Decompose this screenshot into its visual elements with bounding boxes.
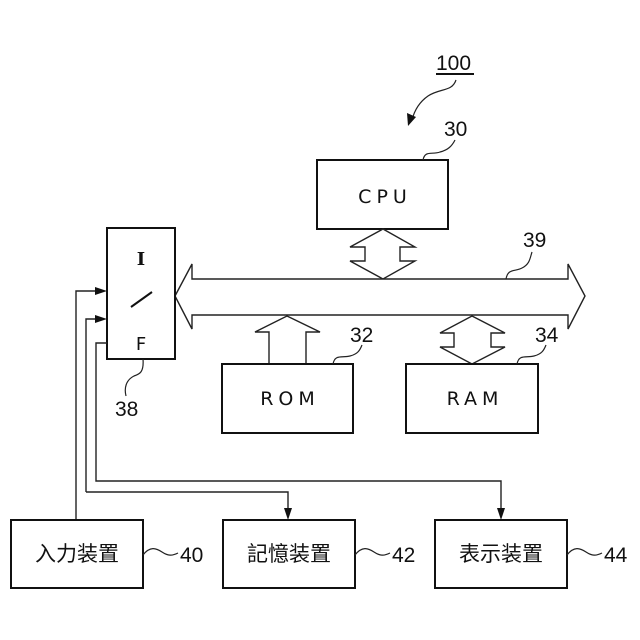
bus-ref: 39 <box>523 229 546 252</box>
cpu-bus-bidirectional-arrow <box>350 229 415 279</box>
system-ref-leader <box>412 80 456 120</box>
input-arrowhead-1-icon <box>95 287 107 295</box>
display-device-ref: 44 <box>604 544 628 567</box>
ram-bus-bidirectional-arrow <box>440 316 505 364</box>
display-device-ref-leader <box>567 549 602 556</box>
input-device-label: 入力装置 <box>35 542 119 566</box>
interface-label-i: I <box>137 249 145 270</box>
rom-ref: 32 <box>350 324 373 347</box>
storage-device-block: 記憶装置 42 <box>223 520 415 588</box>
rom-ref-leader <box>333 345 362 364</box>
storage-device-ref: 42 <box>392 544 415 567</box>
input-device-block: 入力装置 40 <box>11 520 203 588</box>
interface-ref-leader <box>125 359 143 396</box>
input-device-ref: 40 <box>180 544 203 567</box>
interface-to-storage-line <box>86 492 288 512</box>
storage-device-label: 記憶装置 <box>247 542 331 566</box>
cpu-ref: 30 <box>444 118 467 141</box>
display-arrowhead-icon <box>497 508 505 520</box>
bus-ref-leader <box>506 252 532 279</box>
interface-block: I F 38 <box>107 228 175 421</box>
system-ref-arrowhead-icon <box>407 113 416 126</box>
input-device-ref-leader <box>143 549 178 556</box>
storage-device-ref-leader <box>355 549 390 556</box>
ram-label: RAM <box>447 388 504 410</box>
ram-ref-leader <box>517 345 546 364</box>
rom-label: ROM <box>260 388 320 410</box>
display-device-label: 表示装置 <box>459 542 543 566</box>
cpu-ref-leader <box>423 140 455 160</box>
display-device-block: 表示装置 44 <box>435 520 628 588</box>
input-arrowhead-2-icon <box>95 315 107 323</box>
rom-bus-arrow <box>255 316 320 364</box>
storage-arrowhead-icon <box>284 508 292 520</box>
system-ref-number: 100 <box>436 52 471 75</box>
input-to-interface-line-2 <box>86 319 100 492</box>
interface-ref: 38 <box>115 398 138 421</box>
cpu-block: CPU 30 <box>317 118 467 229</box>
system-reference: 100 <box>407 52 474 126</box>
ram-ref: 34 <box>535 324 559 347</box>
interface-label-f: F <box>136 334 146 355</box>
cpu-label: CPU <box>358 186 412 208</box>
